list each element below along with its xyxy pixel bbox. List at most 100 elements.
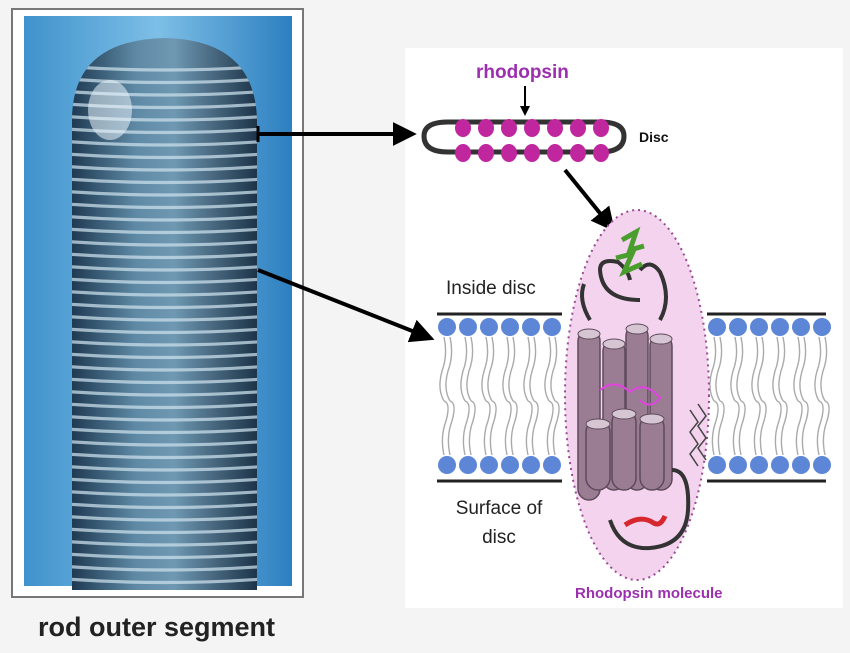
helix-cap bbox=[649, 333, 673, 345]
rhodopsin-pigment-dot bbox=[570, 119, 586, 137]
lipid-tail bbox=[709, 336, 717, 402]
lipid-tail bbox=[711, 400, 719, 456]
lipid-tail bbox=[460, 336, 468, 402]
rod-disc-stripe bbox=[72, 176, 257, 185]
lipid-tail bbox=[544, 336, 552, 402]
rhodopsin-molecule bbox=[564, 209, 710, 581]
lipid-tail bbox=[447, 400, 455, 456]
lipid-head bbox=[543, 456, 561, 474]
lipid-head bbox=[729, 456, 747, 474]
lipid-tail bbox=[759, 400, 767, 456]
lipid-head bbox=[459, 318, 477, 336]
rhodopsin-pigment-dot bbox=[524, 144, 540, 162]
lipid-head bbox=[771, 456, 789, 474]
lipid-tail bbox=[751, 336, 759, 402]
lipid-tail bbox=[508, 336, 516, 402]
rod-disc-stripe bbox=[72, 289, 257, 297]
lipid-tail bbox=[531, 400, 539, 456]
lipid-tail bbox=[481, 336, 489, 402]
alpha-helix bbox=[611, 409, 637, 491]
rod-disc-stripe bbox=[72, 76, 257, 85]
rod-disc-stripe bbox=[72, 351, 257, 360]
rod-disc-stripe bbox=[72, 551, 257, 560]
rod-disc-stripe bbox=[72, 414, 257, 422]
lipid-head bbox=[438, 456, 456, 474]
rod-disc-stripe bbox=[72, 376, 257, 385]
lipid-tail bbox=[772, 336, 780, 402]
lipid-head bbox=[813, 318, 831, 336]
rhodopsin-pigment-dot bbox=[501, 119, 517, 137]
rod-disc-stripe bbox=[72, 314, 257, 322]
rhodopsin-pigment-dot bbox=[570, 144, 586, 162]
rod-disc-stripe bbox=[72, 189, 257, 197]
lipid-tail bbox=[774, 400, 782, 456]
lipid-head bbox=[501, 318, 519, 336]
lipid-head bbox=[501, 456, 519, 474]
lipid-head bbox=[750, 456, 768, 474]
lipid-tail bbox=[820, 336, 828, 402]
rhodopsin-pigment-dot bbox=[455, 144, 471, 162]
lipid-tail bbox=[799, 336, 807, 402]
rhodopsin-molecule-label: Rhodopsin molecule bbox=[575, 585, 723, 602]
lipid-head bbox=[792, 318, 810, 336]
rod-disc-stripe bbox=[72, 301, 257, 310]
lipid-tail bbox=[814, 336, 822, 402]
rhodopsin-pigment-dot bbox=[593, 144, 609, 162]
lipid-head bbox=[729, 318, 747, 336]
rhodopsin-pigment-dot bbox=[593, 119, 609, 137]
rod-disc-stripe bbox=[72, 339, 257, 347]
helix-cap bbox=[611, 408, 637, 420]
rod-disc-stripe bbox=[72, 514, 257, 522]
lipid-tail bbox=[468, 400, 476, 456]
rhodopsin-label: rhodopsin bbox=[476, 62, 569, 83]
rod-disc-stripe bbox=[72, 439, 257, 447]
lipid-tail bbox=[489, 400, 497, 456]
lipid-tail bbox=[523, 336, 531, 402]
lipid-tail bbox=[822, 400, 830, 456]
lipid-tail bbox=[504, 400, 512, 456]
rod-disc-stripe bbox=[72, 364, 257, 372]
rhodopsin-pigment-dot bbox=[547, 119, 563, 137]
rod-disc-stripe bbox=[72, 464, 257, 472]
helix-cap bbox=[639, 413, 665, 425]
lipid-head bbox=[708, 318, 726, 336]
lipid-head bbox=[813, 456, 831, 474]
lipid-head bbox=[771, 318, 789, 336]
lipid-head bbox=[708, 456, 726, 474]
lipid-tail bbox=[780, 400, 788, 456]
lipid-tail bbox=[793, 336, 801, 402]
rod-outer-segment-image bbox=[24, 16, 292, 590]
lipid-tail bbox=[462, 400, 470, 456]
rod-disc-stripe bbox=[72, 451, 257, 460]
lipid-tail bbox=[439, 336, 447, 402]
helix-cap bbox=[577, 328, 601, 340]
arrow-to-molecule bbox=[563, 168, 616, 232]
rod-disc-stripe bbox=[72, 214, 257, 222]
rod-disc-stripe bbox=[72, 89, 257, 97]
rod-disc-stripe bbox=[72, 264, 257, 272]
lipid-head bbox=[480, 318, 498, 336]
lipid-tail bbox=[546, 400, 554, 456]
disc-label: Disc bbox=[639, 129, 669, 145]
rod-disc-stripe bbox=[72, 251, 257, 260]
lipid-tail bbox=[795, 400, 803, 456]
lipid-tail bbox=[715, 336, 723, 402]
lipid-head bbox=[543, 318, 561, 336]
lipid-tail bbox=[510, 400, 518, 456]
lipid-tail bbox=[502, 336, 510, 402]
arrow-to-membrane bbox=[257, 268, 435, 343]
rhodopsin-pigment-dot bbox=[478, 119, 494, 137]
rod-disc-stripe bbox=[72, 326, 257, 335]
rod-disc-stripe bbox=[72, 389, 257, 397]
lipid-head bbox=[750, 318, 768, 336]
lipid-tail bbox=[801, 400, 809, 456]
rhodopsin-pigment-dot bbox=[455, 119, 471, 137]
rod-disc-stripe bbox=[72, 564, 257, 572]
alpha-helix bbox=[585, 419, 611, 491]
lipid-tail bbox=[730, 336, 738, 402]
rod-disc-stripe bbox=[72, 426, 257, 435]
arrow-to-disc bbox=[256, 122, 417, 146]
rod-disc-stripe bbox=[72, 151, 257, 160]
rod-disc-stripe bbox=[72, 239, 257, 247]
